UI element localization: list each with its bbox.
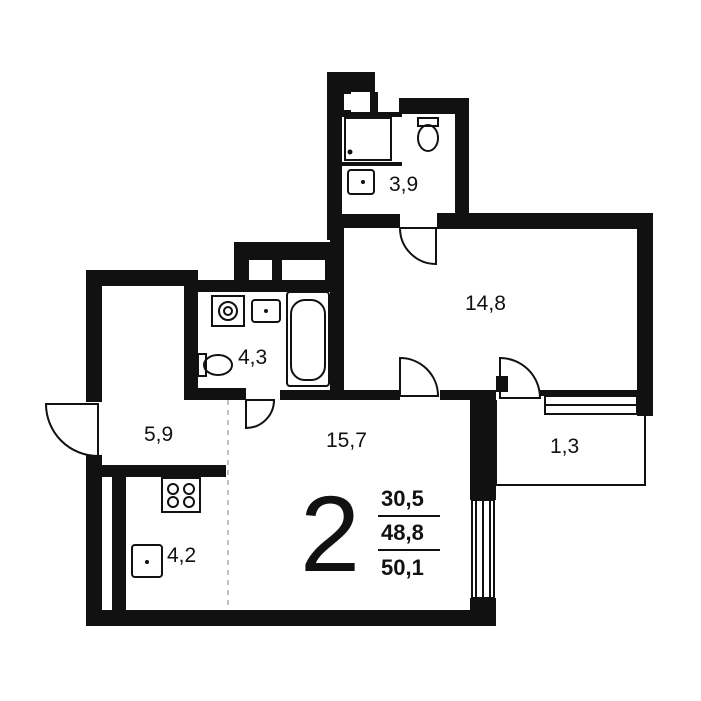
balcony-outline xyxy=(495,400,646,486)
window-pane xyxy=(252,262,270,278)
room-area-bathroom-top: 3,9 xyxy=(389,173,419,196)
window-pane xyxy=(104,484,112,504)
stove xyxy=(161,477,201,513)
wall xyxy=(234,242,344,260)
wall xyxy=(342,112,402,117)
window-pane xyxy=(104,586,112,600)
wall xyxy=(100,465,226,477)
toilet-bowl xyxy=(203,354,233,376)
wall xyxy=(470,598,496,624)
room-area-balcony: 1,3 xyxy=(550,435,580,458)
room-area-bathroom-middle: 4,3 xyxy=(238,346,268,369)
wall xyxy=(399,98,469,114)
window-pane xyxy=(378,94,396,108)
door-arc xyxy=(44,403,99,458)
room-area-kitchen: 4,2 xyxy=(167,544,197,567)
room-area-living-room: 15,7 xyxy=(326,429,367,452)
kitchen-sink xyxy=(131,544,163,578)
window-pane xyxy=(290,262,318,278)
washing-machine xyxy=(211,295,245,327)
rooms-count: 2 xyxy=(300,473,361,594)
wall xyxy=(342,214,400,228)
wall xyxy=(440,390,486,400)
wall xyxy=(327,72,342,240)
sink xyxy=(347,169,375,195)
wall xyxy=(234,242,249,282)
wall xyxy=(112,470,126,620)
wall xyxy=(496,376,508,392)
sink xyxy=(251,299,281,323)
total-area-value: 48,8 xyxy=(381,520,424,545)
wall xyxy=(86,455,102,625)
total-with-balcony-value: 50,1 xyxy=(381,555,424,580)
toilet-bowl xyxy=(417,124,439,152)
window-pane xyxy=(104,548,112,568)
wall xyxy=(540,390,640,396)
wall xyxy=(342,162,402,166)
living-area-value: 30,5 xyxy=(381,486,424,511)
wall xyxy=(470,390,496,500)
wall xyxy=(184,270,198,400)
wall xyxy=(455,98,469,220)
room-area-hallway: 5,9 xyxy=(144,423,174,446)
wall xyxy=(184,388,246,400)
wall xyxy=(86,270,102,402)
room-area-bedroom: 14,8 xyxy=(465,292,506,315)
wall xyxy=(370,92,378,112)
door-arc xyxy=(245,399,276,430)
wall xyxy=(330,228,344,398)
wall xyxy=(437,213,653,229)
wall xyxy=(190,280,330,292)
toilet-tank xyxy=(197,353,207,377)
wall xyxy=(280,390,400,400)
window-pane xyxy=(344,94,356,110)
wall xyxy=(272,258,282,280)
wall xyxy=(86,610,496,626)
wall xyxy=(637,213,653,416)
door-arc xyxy=(499,356,542,399)
door-arc xyxy=(399,356,440,397)
bathtub xyxy=(286,291,330,387)
door-arc xyxy=(398,227,437,266)
wall xyxy=(86,270,198,286)
shower-tray xyxy=(344,117,392,161)
